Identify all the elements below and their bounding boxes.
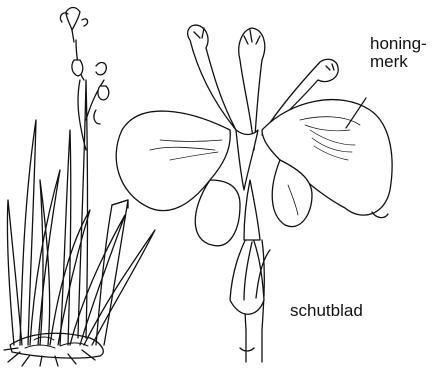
label-schutblad: schutblad <box>290 302 363 320</box>
label-honingmerk-line2: merk <box>370 53 427 71</box>
bract <box>230 230 264 314</box>
label-honingmerk: honing- merk <box>370 35 427 71</box>
rhizome-roots <box>4 333 103 366</box>
label-honingmerk-line1: honing- <box>370 35 427 53</box>
